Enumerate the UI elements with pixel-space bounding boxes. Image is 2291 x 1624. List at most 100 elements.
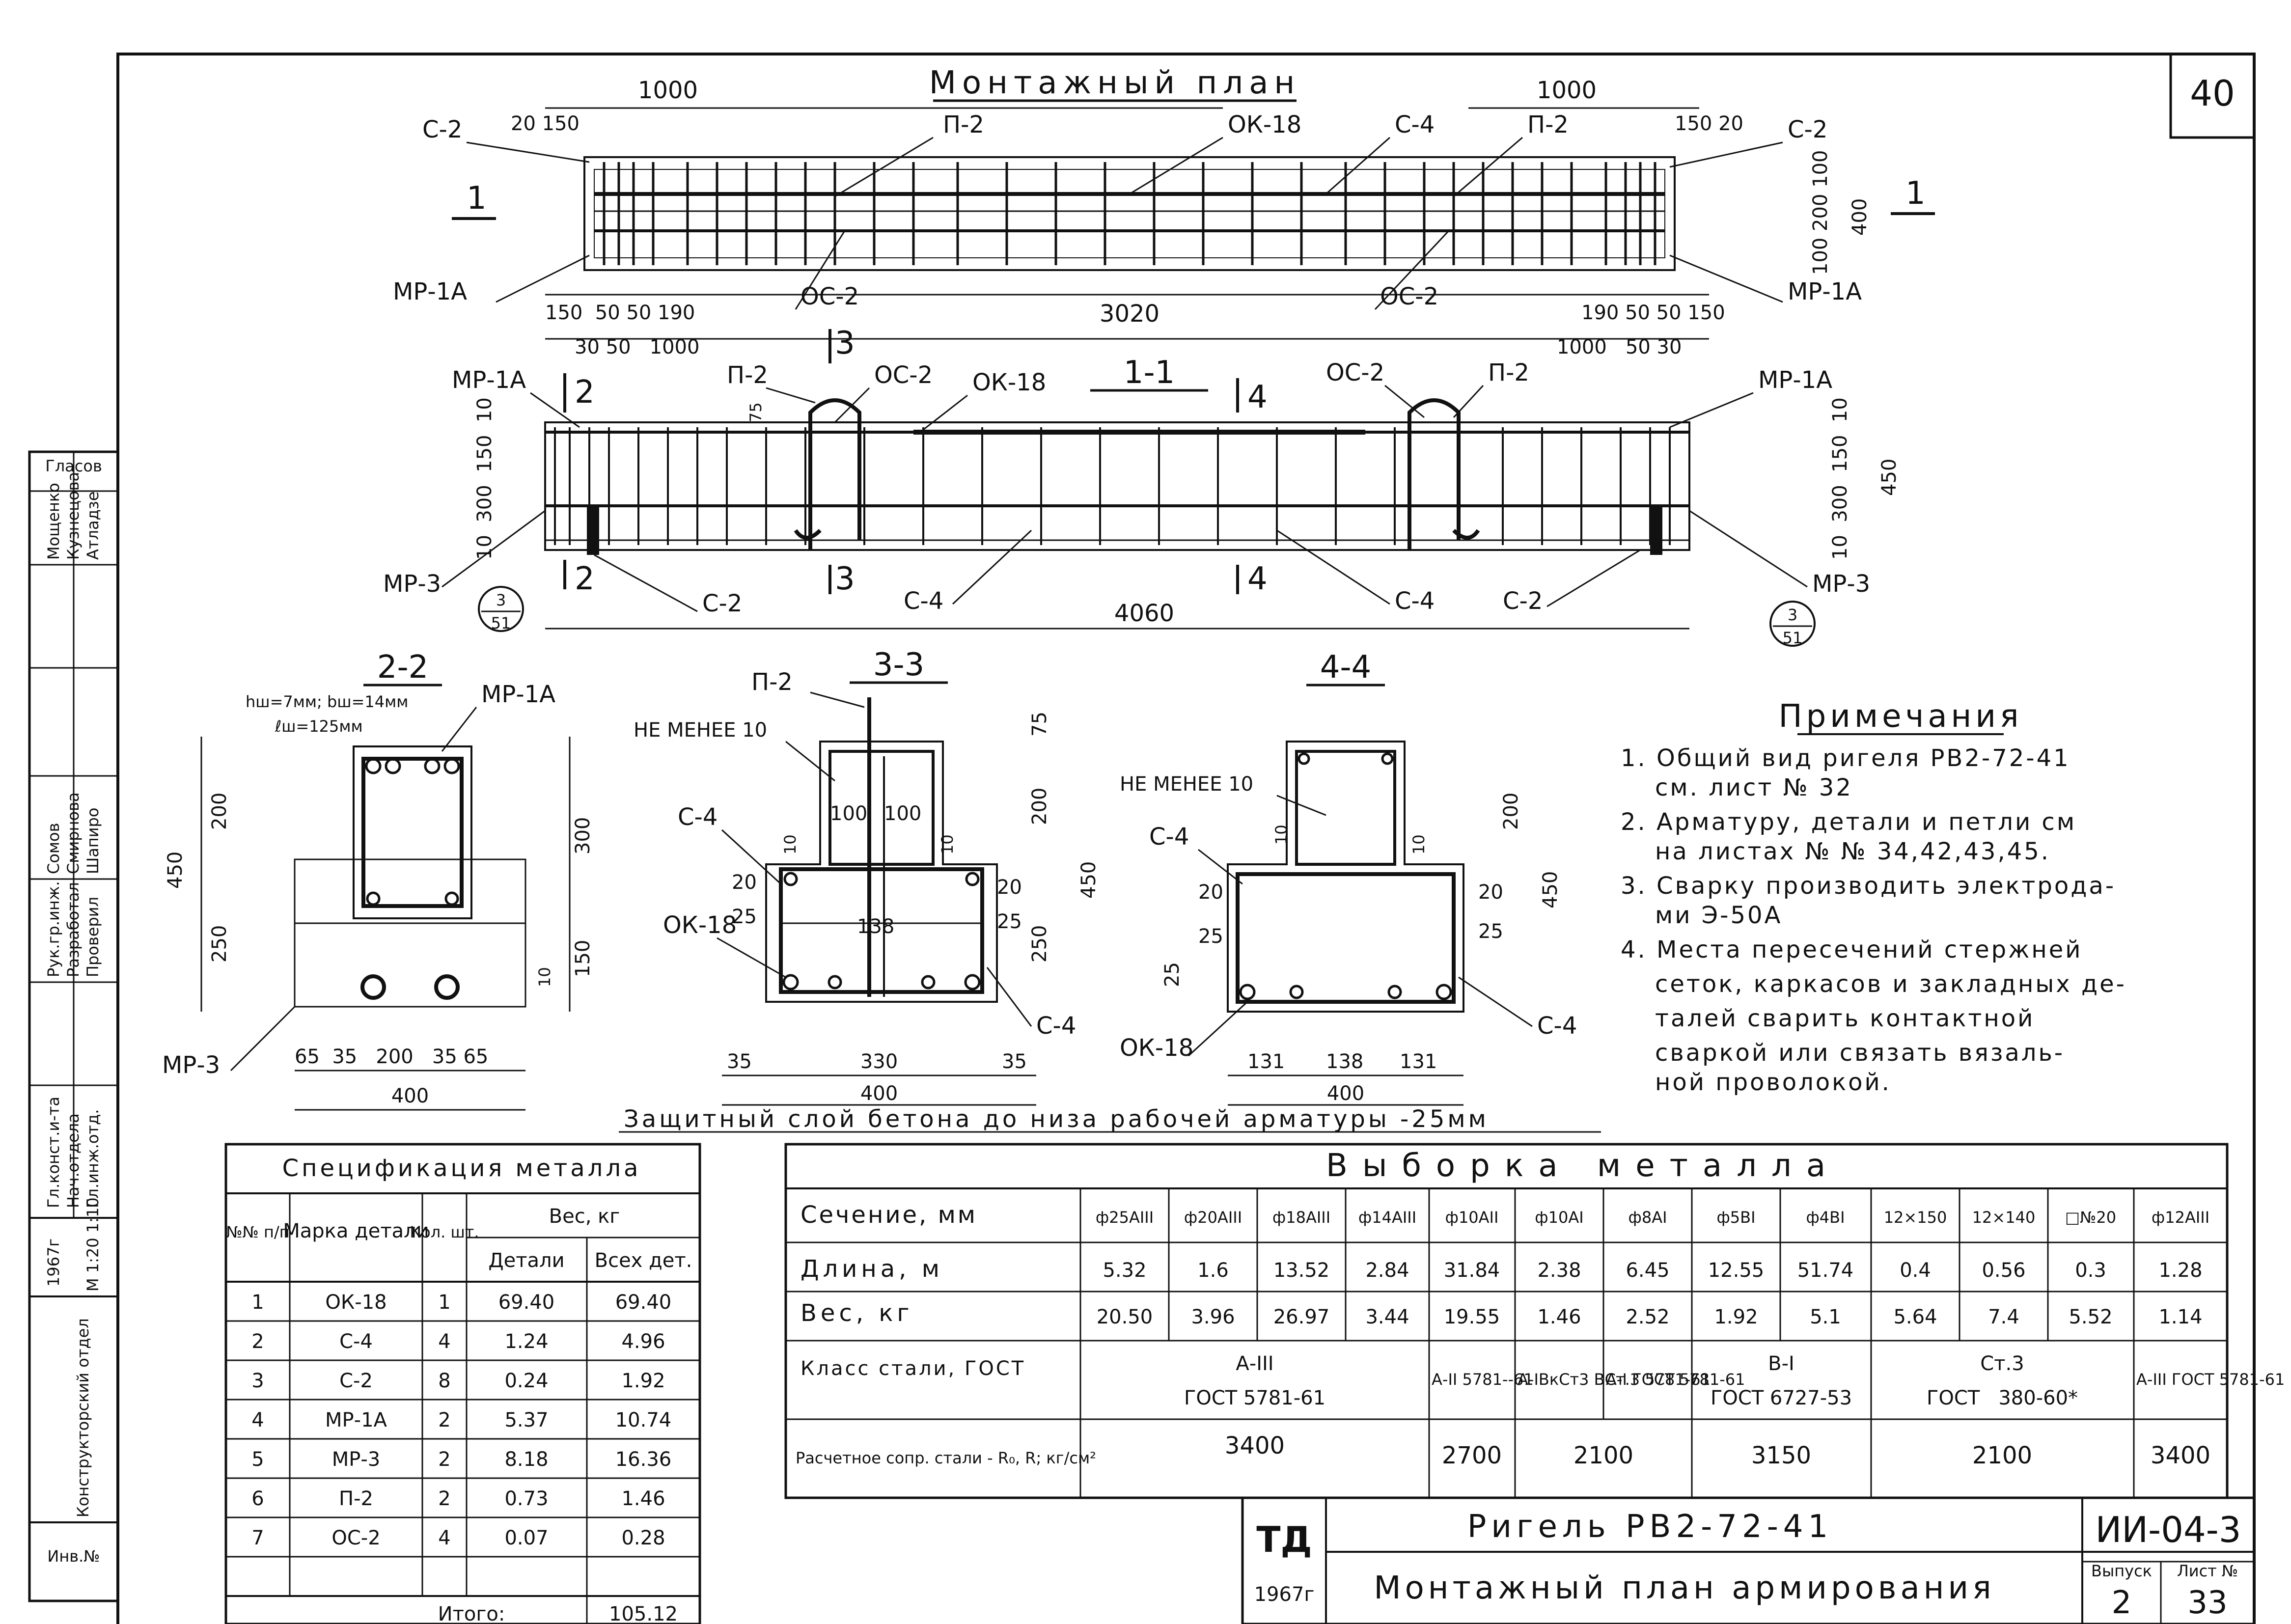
s33-d35b: 35 [1002,1050,1027,1073]
plan-dim-3020: 3020 [1100,300,1159,328]
spec-cell: МР-3 [332,1448,381,1471]
vyb-calc: 3400 [1225,1432,1285,1459]
vyb-weight: 5.64 [1893,1306,1937,1328]
notes-line: на листах № № 34,42,43,45. [1655,838,2050,865]
title-block: ТД 1967г Ригель РВ2-72-41 Монтажный план… [1241,1496,2256,1624]
elev-label-ok18: ОК-18 [972,369,1046,396]
plan-dims-bottom-right: 190 50 50 150 [1581,302,1725,324]
table-row: 6 П-2 2 0.73 1.46 [251,1487,665,1510]
vyb-lengths: 5.32 1.6 13.52 2.84 31.84 2.38 6.45 12.5… [1103,1259,2202,1282]
vyb-section: ф20АIII [1184,1208,1242,1227]
spec-total-label: Итого: [438,1603,505,1624]
s44-title: 4-4 [1320,649,1372,686]
spec-cell: С-4 [339,1330,373,1353]
stamp-role: Нач.отдела [64,1113,83,1208]
elev-right-dims: 10 300 150 10 [1829,397,1851,560]
spec-cell: 4 [251,1409,264,1431]
spec-cell: 69.40 [615,1291,672,1314]
vyb-length: 0.3 [2075,1259,2106,1282]
spec-cell: 16.36 [615,1448,672,1471]
spec-cell: 1.24 [504,1330,548,1353]
s44-d131b: 131 [1400,1050,1437,1073]
spec-cell: 8 [438,1370,450,1392]
vyb-length: 2.38 [1537,1259,1581,1282]
spec-table: Спецификация металла №№ п/п Марка детали… [224,1143,701,1624]
spec-cell: 69.40 [498,1291,555,1314]
spec-cell: 6 [251,1487,264,1510]
section-2-2: 2-2 hш=7мм; bш=14мм ℓш=125мм МР-1А МР-3 … [162,649,594,1111]
s22-d300: 300 [572,817,594,854]
s44-d200: 200 [1500,793,1522,830]
stamp-year: 1967г [44,1239,63,1287]
vyb-weight: 3.96 [1191,1306,1235,1328]
s33-d25-right: 25 [997,910,1022,933]
s44-d25-side: 25 [1161,962,1184,987]
spec-cell: 4 [438,1527,450,1549]
s44-d400: 400 [1327,1082,1364,1105]
notes: Примечания 1. Общий вид ригеля РВ2-72-41… [1621,698,2126,1096]
s33-d25-left: 25 [732,906,757,928]
ref-bottom-right: 51 [1783,629,1803,647]
plan-label-p2-right: П-2 [1527,111,1569,138]
plan-dims-top-right: 150 20 [1675,112,1743,135]
vyb-section: 12×140 [1972,1208,2036,1227]
stamp-dept: Конструкторский отдел [74,1318,92,1517]
spec-cell: ОС-2 [331,1527,380,1549]
vyb-weight: 7.4 [1988,1306,2019,1328]
vyb-length: 1.6 [1197,1259,1229,1282]
vyb-class-a3b: А-III ГОСТ 5781-61 [2136,1370,2285,1389]
s44-d20-right: 20 [1478,881,1503,904]
logo-year: 1967г [1254,1583,1315,1606]
notes-line: 3. Сварку производить электрода- [1621,872,2116,900]
s33-d100b: 100 [884,802,921,825]
spec-cell: 5.37 [504,1409,548,1431]
s22-d400: 400 [391,1085,429,1107]
s33-d200: 200 [1028,788,1051,825]
vyb-section: ф25АIII [1096,1208,1154,1227]
spec-cell: ОК-18 [325,1291,386,1314]
vyb-calc: 3150 [1751,1442,1811,1469]
plan-label-c2: С-2 [422,116,462,143]
plan-label-mr1a-right: МР-1А [1788,278,1862,305]
spec-cell: 1 [251,1291,264,1314]
spec-cell: 0.07 [504,1527,548,1549]
s22-bottom-dims: 65 35 200 35 65 [295,1046,488,1068]
vyb-row-class: Класс стали, ГОСТ [800,1357,1025,1380]
vyb-class-st3: Ст.3 [1980,1352,2024,1375]
elev-label-oc2-right: ОС-2 [1326,359,1384,386]
plan-dim-1000-left: 1000 [638,77,698,104]
vyb-weights: 20.50 3.96 26.97 3.44 19.55 1.46 2.52 1.… [1097,1306,2203,1328]
vyb-row-section: Сечение, мм [800,1201,977,1229]
vyb-weight: 3.44 [1365,1306,1409,1328]
stamp-name: Шапиро [83,808,102,874]
vyb-class-b1: В-I [1768,1352,1794,1375]
spec-cell: 2 [438,1409,450,1431]
vyb-length: 13.52 [1273,1259,1330,1282]
cut-4-top: 4 [1247,379,1268,415]
s33-d400: 400 [860,1082,898,1105]
spec-cell: 7 [251,1527,264,1549]
s44-d25-right: 25 [1478,920,1503,943]
spec-cell: 8.18 [504,1448,548,1471]
plan-label-mr1a: МР-1А [393,278,467,305]
notes-line: 2. Арматуру, детали и петли см [1621,808,2076,836]
plan-stirrups [603,162,1656,265]
vyb-weight: 1.46 [1537,1306,1581,1328]
elev-dim-450: 450 [1878,459,1901,496]
plan-section-mark-left: 1 [467,180,487,217]
spec-cell: 1.46 [621,1487,665,1510]
s44-d20-left: 20 [1198,881,1223,904]
sheet-number: 33 [2187,1585,2227,1621]
s22-d200: 200 [208,793,231,830]
notes-line: сеток, каркасов и закладных де- [1655,970,2126,998]
notes-line: см. лист № 32 [1655,774,1853,801]
cut-2-top: 2 [575,374,595,411]
s33-d20-right: 20 [997,876,1022,899]
vyb-row-length: Длина, м [800,1255,943,1283]
vyb-weight: 5.52 [2069,1306,2112,1328]
spec-h-all: Всех дет. [595,1249,692,1272]
plan-dim-400: 400 [1849,198,1871,236]
elev-label-c4: С-4 [904,587,943,615]
left-stamp: Гласов Гл.конст.и-та Нач.отдела Гл.инж.о… [28,450,119,1602]
